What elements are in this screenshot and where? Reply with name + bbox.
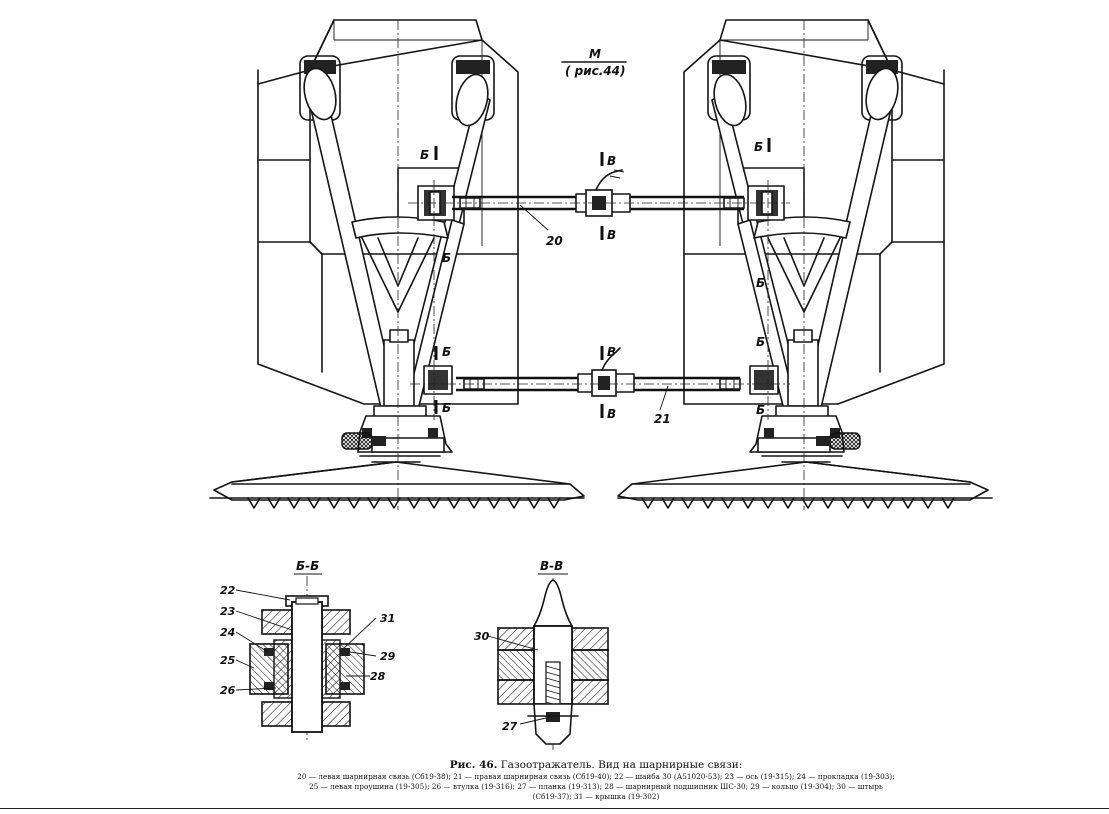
- callout-27: 27: [502, 720, 518, 733]
- upper-hinged-link-20: [408, 169, 790, 217]
- section-mark-letters: Б В В Б Б Б Б Б Б Б В В: [420, 140, 765, 421]
- caption-title-text: Газоотражатель. Вид на шарнирные связи:: [497, 759, 743, 771]
- callout-29: 29: [380, 650, 396, 663]
- ref-top-label: М: [589, 47, 601, 61]
- callout-24: 24: [220, 626, 235, 639]
- caption-legend-line-1: 20 — левая шарнирная связь (Сб19-38); 21…: [297, 772, 895, 781]
- callout-21: 21: [654, 412, 671, 426]
- section-cut-marks: [434, 138, 771, 418]
- mark-v-2: В: [607, 228, 616, 242]
- caption-number: Рис. 46.: [449, 759, 498, 771]
- mark-b-8: Б: [756, 403, 765, 417]
- callout-30: 30: [474, 630, 490, 643]
- left-deflector-teeth: [247, 497, 561, 509]
- callout-31: 31: [380, 612, 395, 625]
- figure-caption: Рис. 46. Газоотражатель. Вид на шарнирны…: [196, 760, 996, 802]
- mark-v-4: В: [607, 407, 616, 421]
- callout-26: 26: [220, 684, 236, 697]
- mark-v-1: В: [607, 154, 616, 168]
- section-vv-title: В-В: [540, 559, 563, 573]
- page-bottom-edge: [0, 808, 1109, 809]
- section-bb: Б-Б: [235, 559, 377, 740]
- leader-20: [519, 204, 549, 231]
- caption-legend-line-2: 25 — левая проушина (19-305); 26 — втулк…: [309, 782, 883, 791]
- lower-hinged-link-21: [410, 347, 790, 397]
- mark-v-3: В: [607, 345, 616, 359]
- callout-20: 20: [546, 234, 563, 248]
- section-vv: В-В: [487, 559, 609, 750]
- left-deflector-assembly: [209, 19, 585, 510]
- mark-b-2: Б: [442, 251, 451, 265]
- section-bb-title: Б-Б: [296, 559, 319, 573]
- mark-b-3: Б: [754, 140, 763, 154]
- mark-b-7: Б: [442, 401, 451, 415]
- ref-bottom-label: ( рис.44): [565, 64, 626, 78]
- callout-25: 25: [220, 654, 236, 667]
- callout-28: 28: [370, 670, 386, 683]
- caption-title: Рис. 46. Газоотражатель. Вид на шарнирны…: [196, 759, 996, 771]
- mark-b-4: Б: [756, 276, 765, 290]
- mark-b-5: Б: [756, 335, 765, 349]
- leader-21: [659, 385, 669, 411]
- mark-b-6: Б: [442, 345, 451, 359]
- mark-b-1: Б: [420, 148, 429, 162]
- callout-22: 22: [220, 584, 236, 597]
- caption-legend-line-3: (Сб19-37); 31 — крышка (19-302): [532, 792, 660, 801]
- right-deflector-assembly: [617, 19, 993, 510]
- callout-23: 23: [220, 605, 236, 618]
